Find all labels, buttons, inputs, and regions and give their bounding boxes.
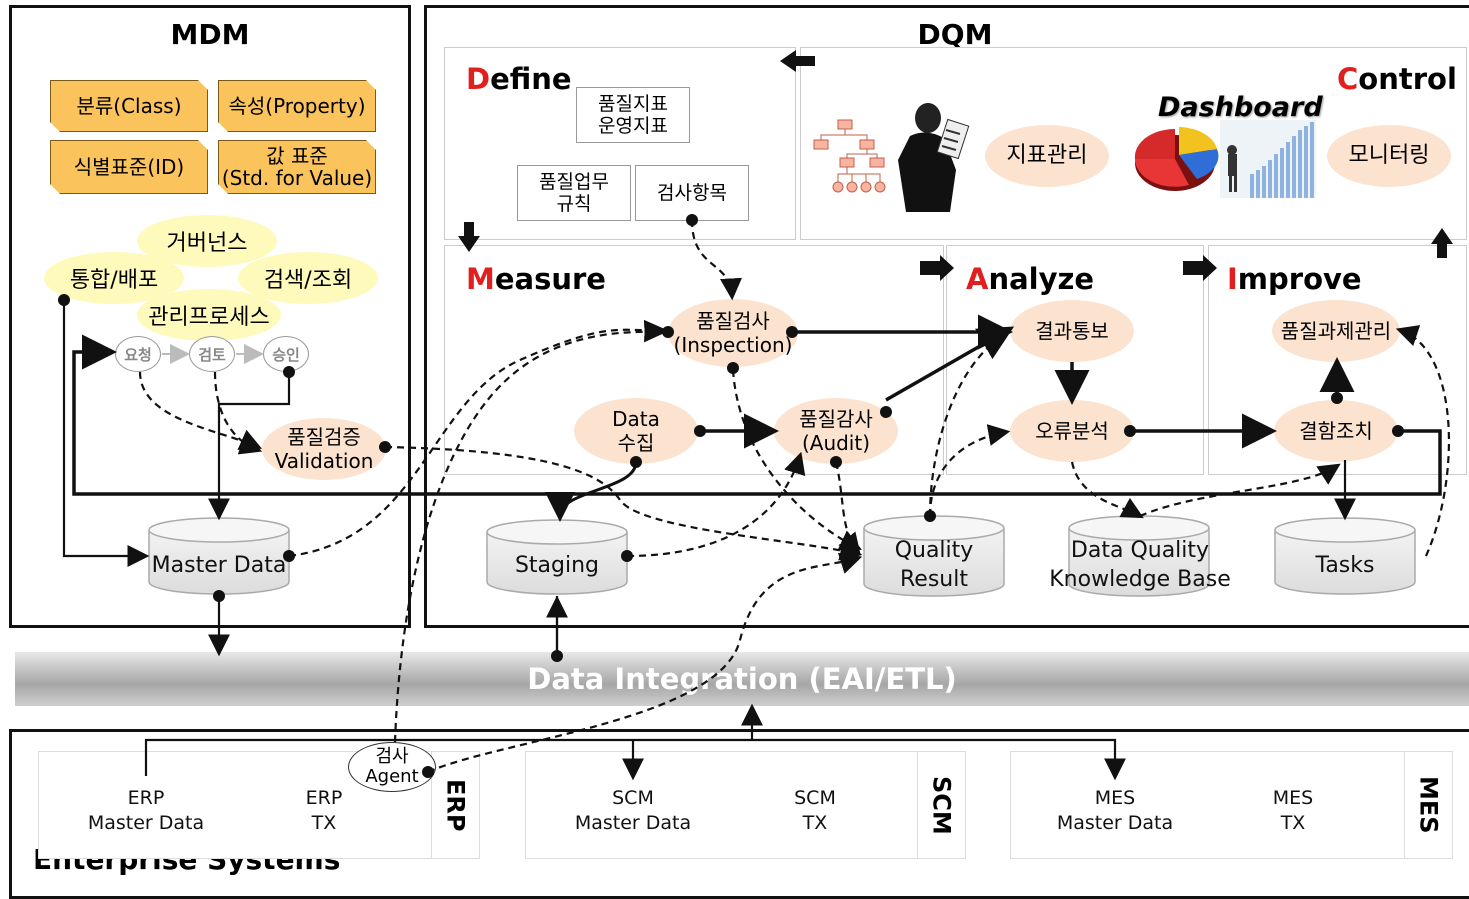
tag-class: 분류(Class) (50, 80, 208, 132)
control-title: Control (1337, 62, 1457, 96)
monitoring-ellipse: 모니터링 (1327, 125, 1451, 187)
define-box-rules: 품질업무 규칙 (517, 165, 631, 221)
scm-master-store: SCM Master Data (574, 787, 692, 834)
data-integration-label: Data Integration (EAI/ETL) (527, 662, 957, 696)
tag-id: 식별표준(ID) (50, 140, 208, 194)
scm-label: SCM (917, 751, 966, 859)
knowledge-base-store: Data Quality Knowledge Base (1049, 538, 1231, 592)
erp-master-store: ERP Master Data (87, 787, 205, 834)
mes-label: MES (1404, 751, 1453, 859)
measure-title: Measure (466, 262, 606, 296)
erp-tx-store: ERP TX (305, 787, 343, 834)
scm-tx-store: SCM TX (794, 787, 836, 834)
pie-chart-icon (1134, 127, 1219, 191)
define-box-check-items: 검사항목 (635, 165, 749, 221)
person-icon (898, 103, 970, 212)
mes-tx-store: MES TX (1272, 787, 1314, 834)
staging-store: Staging (514, 552, 600, 578)
metric-mgmt-ellipse: 지표관리 (985, 125, 1109, 187)
define-box-indicators: 품질지표 운영지표 (576, 87, 690, 143)
tasks-store: Tasks (1315, 552, 1375, 578)
analyze-title: Analyze (966, 262, 1095, 296)
erp-label: ERP (431, 751, 480, 859)
inspection-agent: 검사 Agent (348, 742, 436, 792)
tag-property: 속성(Property) (218, 80, 376, 132)
dashboard-label: Dashboard (1158, 92, 1323, 123)
mdm-title: MDM (170, 18, 250, 51)
search-query-ellipse: 검색/조회 (238, 252, 378, 304)
quality-result-store: Quality Result (894, 538, 974, 592)
master-data-store: Master Data (151, 552, 287, 578)
data-integration-band: Data Integration (EAI/ETL) (15, 652, 1469, 706)
define-title: Define (466, 62, 572, 96)
improve-title: Improve (1227, 262, 1362, 296)
bar-chart-icon (1220, 120, 1316, 198)
mgmt-process-ellipse: 관리프로세스 (137, 289, 281, 341)
tag-value: 값 표준 (Std. for Value) (218, 140, 376, 194)
mes-master-store: MES Master Data (1056, 787, 1174, 834)
org-chart-icon (813, 119, 886, 193)
dqm-title: DQM (917, 18, 993, 51)
